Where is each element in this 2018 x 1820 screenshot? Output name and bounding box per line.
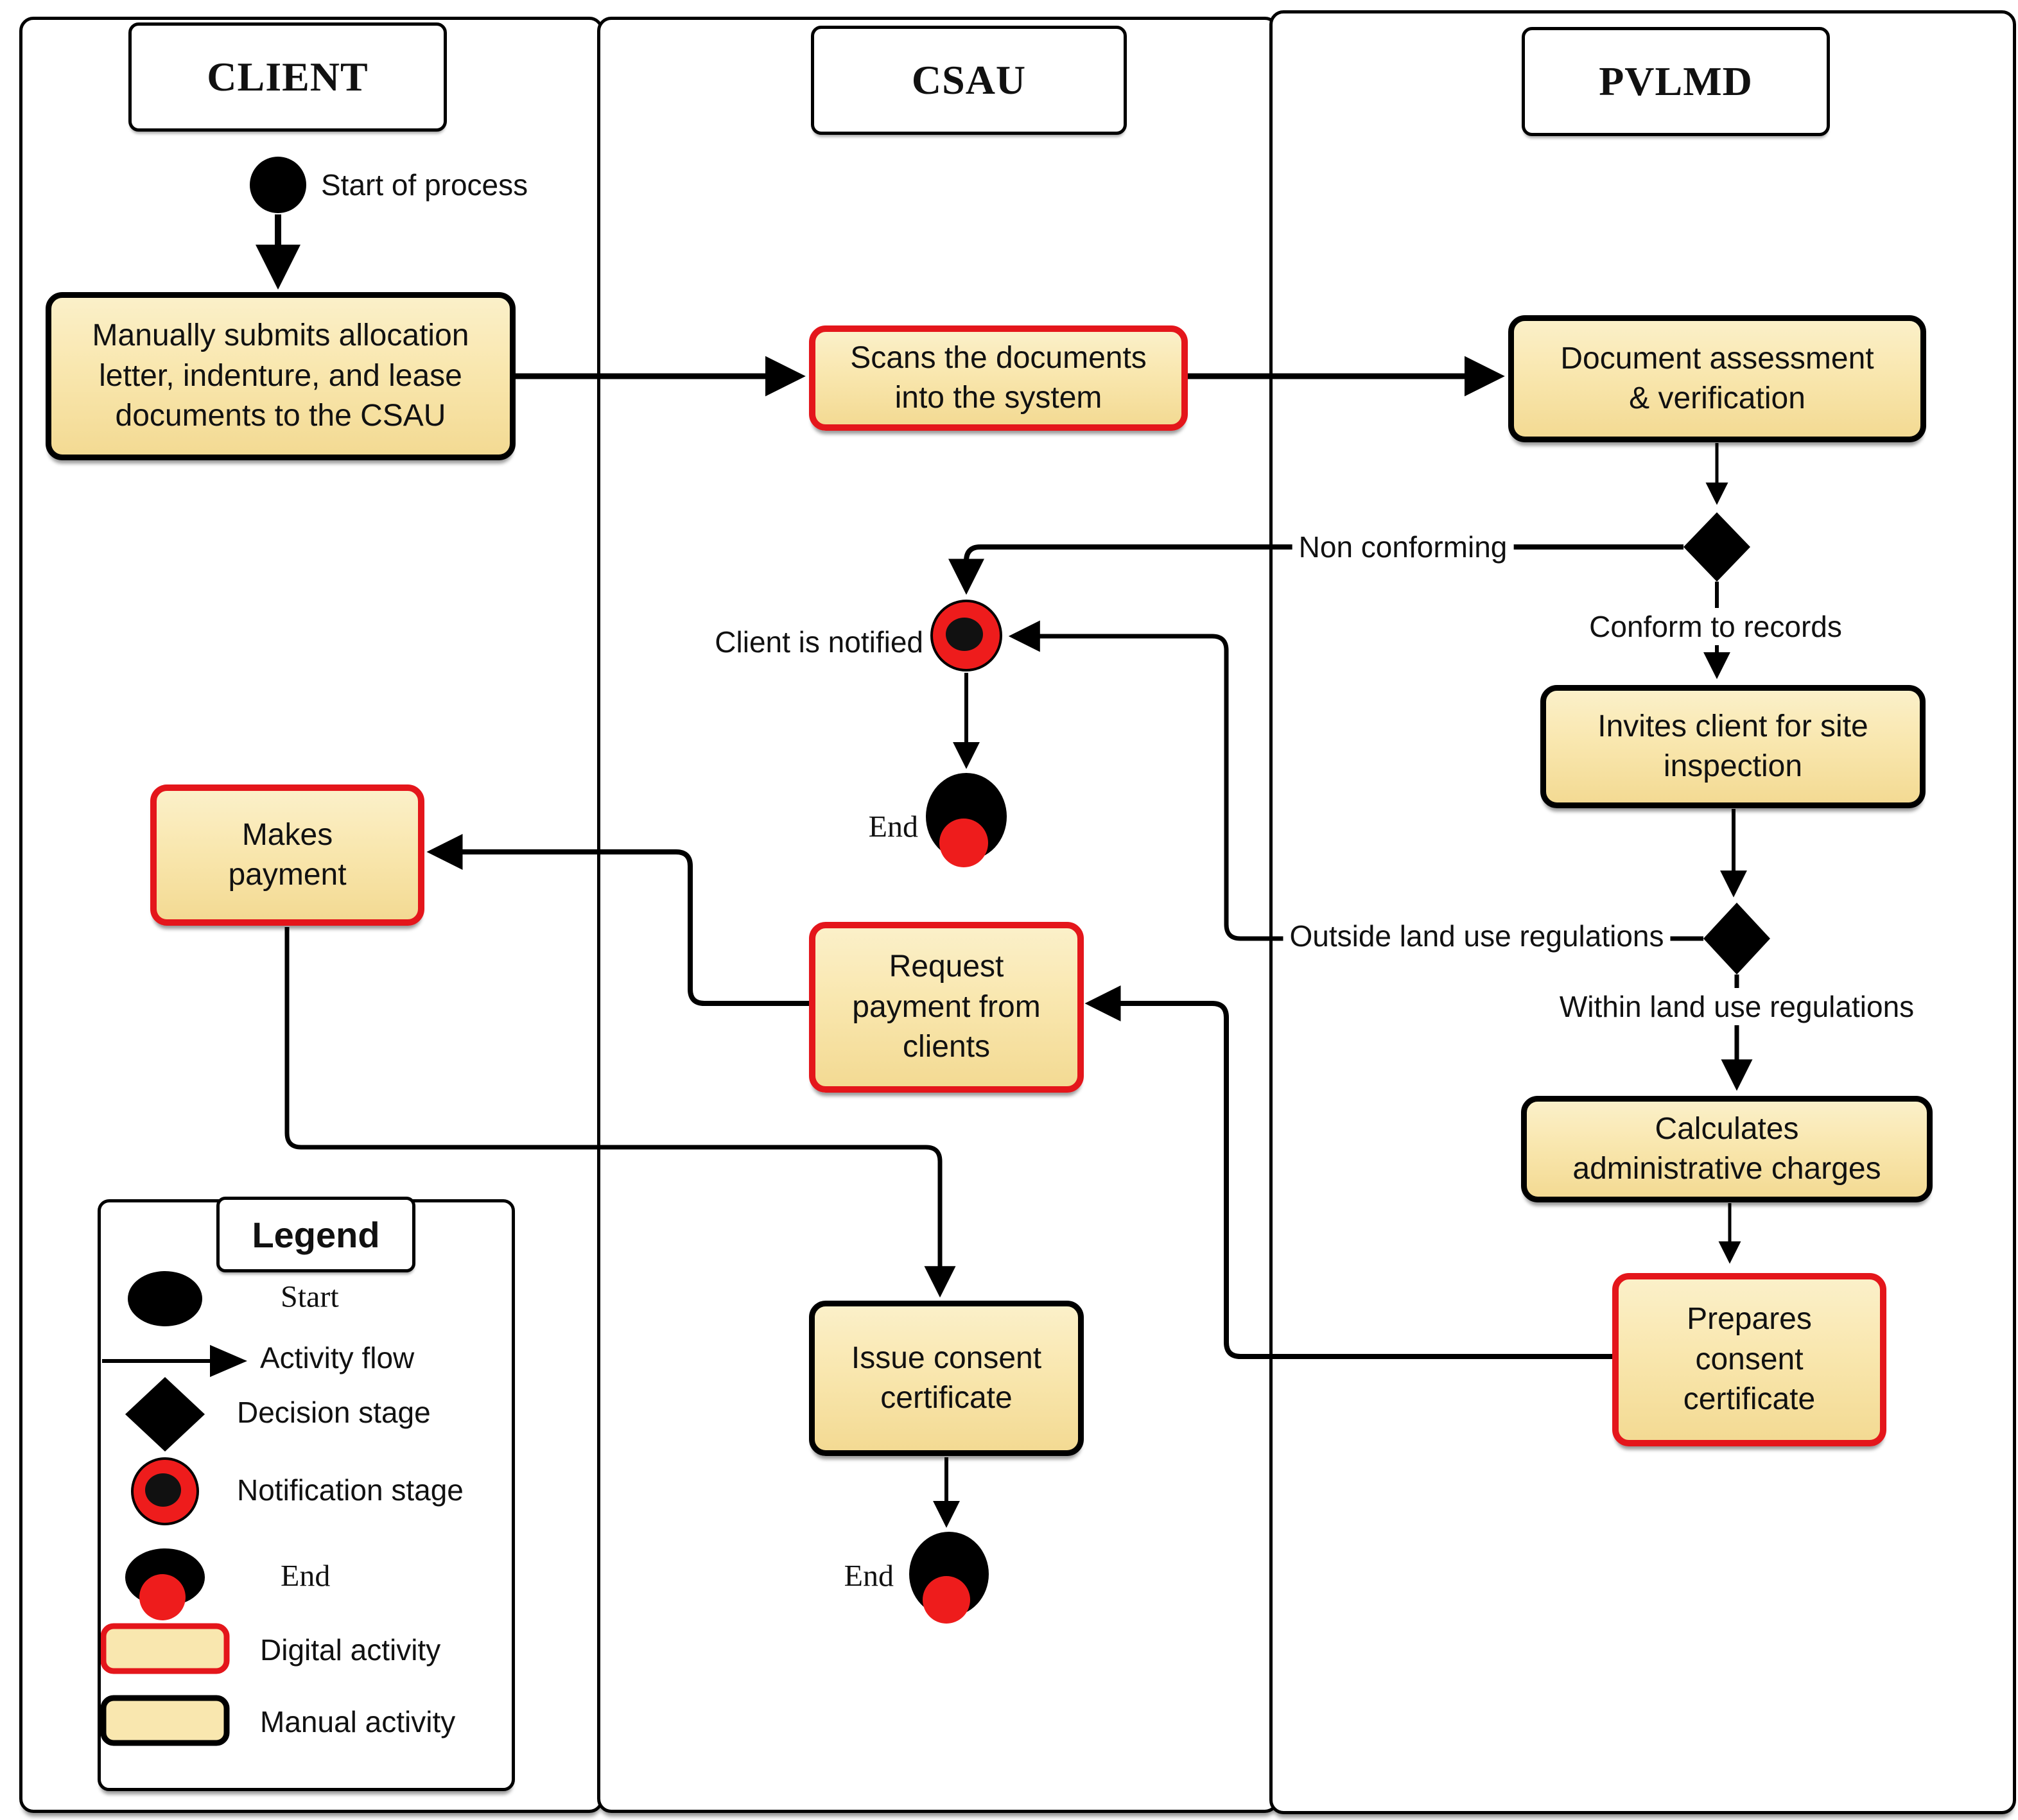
non-conforming-label: Non conforming <box>1292 528 1514 566</box>
flow-decision1-nonconforming-to-notification <box>948 544 1683 595</box>
activity-calculates-charges: Calculates administrative charges <box>1521 1096 1933 1202</box>
within-land-use-label: Within land use regulations <box>1553 988 1921 1025</box>
activity-scans-documents: Scans the documents into the system <box>809 325 1188 431</box>
start-node <box>250 157 306 213</box>
flow-decision2-outside-to-notification <box>1008 620 1703 941</box>
end-node-1-red <box>939 819 988 867</box>
legend-title: Legend <box>216 1197 415 1272</box>
legend-activity-flow-icon <box>102 1345 247 1377</box>
legend-notification-icon-core <box>145 1473 181 1507</box>
legend-digital-icon <box>101 1623 230 1674</box>
flow-request-to-makes-payment <box>426 834 809 1006</box>
activity-document-assessment: Document assessment & verification <box>1508 315 1926 442</box>
legend-label-digital: Digital activity <box>260 1633 441 1667</box>
legend-label-activity-flow: Activity flow <box>260 1341 415 1374</box>
notification-node-core <box>946 618 983 651</box>
outside-land-use-label: Outside land use regulations <box>1283 917 1671 955</box>
legend-panel: Legend Start Activity flow Decision stag… <box>98 1197 515 1791</box>
legend-label-decision: Decision stage <box>237 1396 431 1429</box>
legend-label-manual: Manual activity <box>260 1705 456 1738</box>
lane-header-csau: CSAU <box>811 26 1127 135</box>
lane-header-pvlmd: PVLMD <box>1522 27 1830 136</box>
legend-label-end: End <box>281 1559 331 1593</box>
activity-issue-certificate: Issue consent certificate <box>809 1301 1084 1456</box>
decision1-diamond <box>1683 512 1750 582</box>
legend-decision-icon <box>125 1377 205 1452</box>
legend-label-start: Start <box>281 1279 339 1314</box>
lane-header-client: CLIENT <box>128 22 447 132</box>
flow-prepares-to-request-payment <box>1084 985 1612 1359</box>
activity-makes-payment: Makes payment <box>150 784 424 926</box>
legend-icon-layer <box>101 1271 247 1746</box>
activity-request-payment: Request payment from clients <box>809 922 1084 1093</box>
lane-pvlmd <box>1269 10 2016 1814</box>
decision2-diamond <box>1703 903 1770 975</box>
end-label-1: End <box>868 810 918 844</box>
end-node-2-red <box>923 1576 970 1624</box>
conform-to-records-label: Conform to records <box>1583 608 1848 645</box>
activity-invites-client: Invites client for site inspection <box>1540 685 1926 808</box>
legend-label-notification: Notification stage <box>237 1473 464 1507</box>
activity-manually-submits: Manually submits allocation letter, inde… <box>46 292 516 460</box>
legend-end-icon-red <box>139 1574 186 1620</box>
start-of-process-label: Start of process <box>321 168 528 202</box>
client-notified-label: Client is notified <box>715 625 923 659</box>
activity-prepares-certificate: Prepares consent certificate <box>1612 1273 1886 1446</box>
end-label-2: End <box>844 1559 894 1593</box>
flow-makes-payment-to-issue <box>284 927 956 1298</box>
legend-start-icon <box>128 1271 202 1326</box>
legend-manual-icon <box>101 1695 230 1746</box>
